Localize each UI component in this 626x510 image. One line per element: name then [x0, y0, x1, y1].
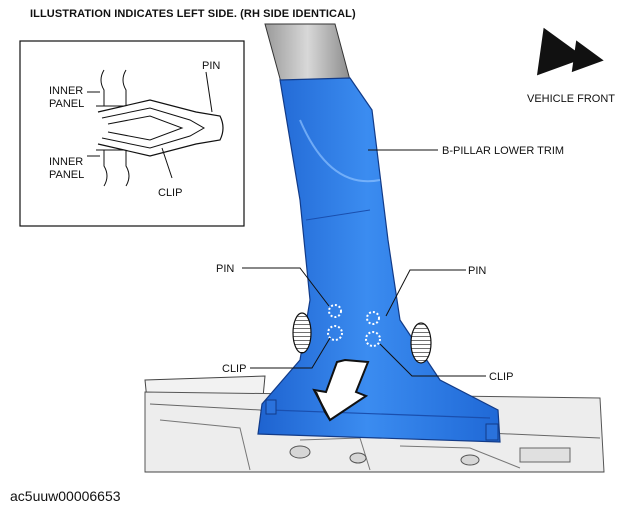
grip-area-left: [292, 312, 312, 354]
inset-pin-label: PIN: [202, 60, 221, 72]
inset-inner-panel-bottom-line1: INNER: [49, 156, 84, 168]
vehicle-front-label: VEHICLE FRONT: [527, 93, 616, 105]
inset-inner-panel-bottom-line2: PANEL: [49, 169, 85, 181]
leader-lines: [242, 149, 486, 377]
inset-inner-panel-top-line2: PANEL: [49, 98, 85, 110]
clip-right-label: CLIP: [489, 371, 514, 383]
b-pillar-upper: [264, 23, 351, 87]
pin-marker-right: [366, 311, 380, 325]
inset-detail: [19, 40, 245, 227]
clip-marker-left: [327, 325, 343, 341]
b-pillar-lower-trim-label: B-PILLAR LOWER TRIM: [442, 145, 565, 157]
image-code: ac5uuw00006653: [10, 488, 121, 504]
clip-markers: [327, 304, 381, 347]
inset-clip-label: CLIP: [158, 187, 183, 199]
grip-area-right: [410, 322, 432, 364]
clip-marker-right: [365, 331, 381, 347]
inset-inner-panel-top-line1: INNER: [49, 85, 84, 97]
page-title: ILLUSTRATION INDICATES LEFT SIDE. (RH SI…: [30, 8, 356, 20]
clip-left-label: CLIP: [222, 363, 247, 375]
pin-right-label: PIN: [468, 265, 487, 277]
pin-marker-left: [328, 304, 342, 318]
b-pillar-lower-trim: [257, 77, 501, 443]
vehicle-front-arrow-icon: [536, 27, 604, 76]
pin-left-label: PIN: [216, 263, 235, 275]
